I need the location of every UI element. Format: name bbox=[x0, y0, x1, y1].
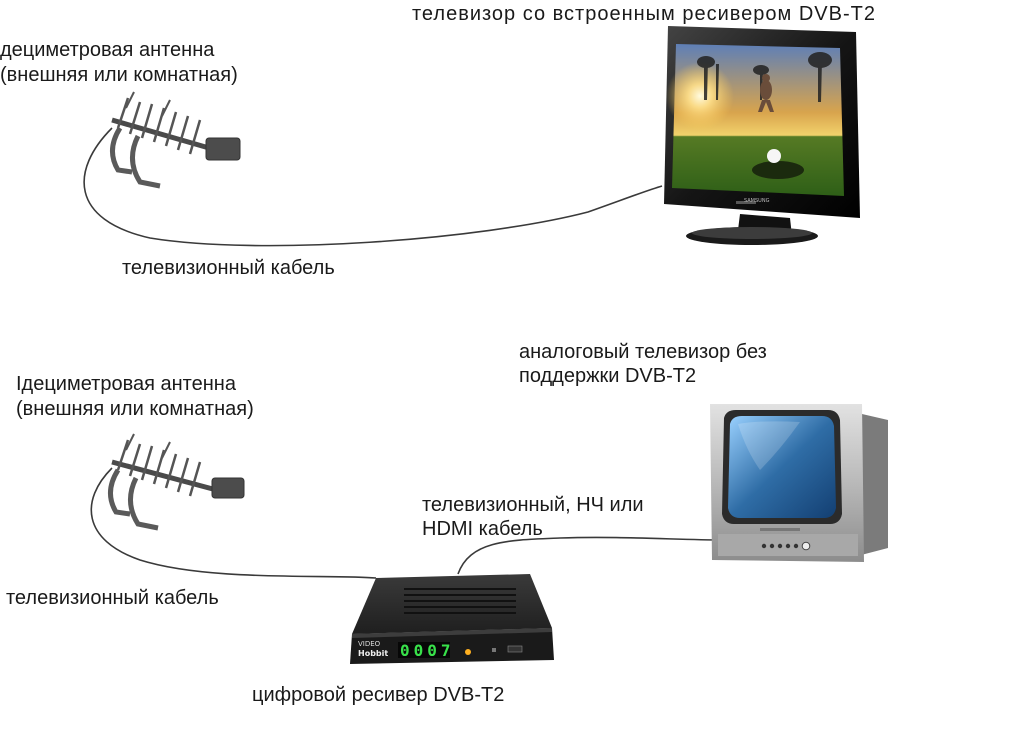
bottom-antenna-label-line2: (внешняя или комнатная) bbox=[16, 398, 254, 420]
receiver-brand: Hobbit bbox=[358, 649, 388, 658]
bottom-antenna-label-line1: Iдециметровая антенна bbox=[16, 373, 236, 395]
top-antenna-label-line1: дециметровая антенна bbox=[0, 39, 215, 61]
bottom-antenna-icon bbox=[108, 433, 245, 531]
top-cable-label: телевизионный кабель bbox=[122, 257, 335, 279]
top-antenna-icon bbox=[110, 91, 241, 189]
bottom-cable-label-line1: телевизионный, НЧ или bbox=[422, 494, 644, 516]
bottom-receiver-label: цифровой ресивер DVB-T2 bbox=[252, 684, 505, 706]
receiver-icon bbox=[350, 574, 554, 664]
bottom-tv-label-line1: аналоговый телевизор без bbox=[519, 341, 767, 363]
top-antenna-label-line2: (внешняя или комнатная) bbox=[0, 64, 238, 86]
receiver-display: 0007 bbox=[400, 641, 455, 660]
bottom-tv-label-line2: поддержки DVB-T2 bbox=[519, 365, 697, 387]
bottom-antenna-cable-label: телевизионный кабель bbox=[6, 587, 219, 609]
receiver-logo: VIDEO bbox=[358, 640, 381, 648]
receiver-to-tv-cable bbox=[457, 536, 723, 575]
flat-tv-icon bbox=[664, 26, 860, 245]
bottom-cable-label-line2: HDMI кабель bbox=[422, 518, 543, 540]
top-cable bbox=[83, 127, 663, 247]
crt-tv-icon bbox=[710, 404, 888, 562]
bottom-antenna-cable bbox=[90, 467, 377, 579]
top-tv-label: телевизор со встроенным ресивером DVB-T2 bbox=[412, 3, 876, 25]
tv-brand-label: SAMSUNG bbox=[744, 198, 770, 204]
